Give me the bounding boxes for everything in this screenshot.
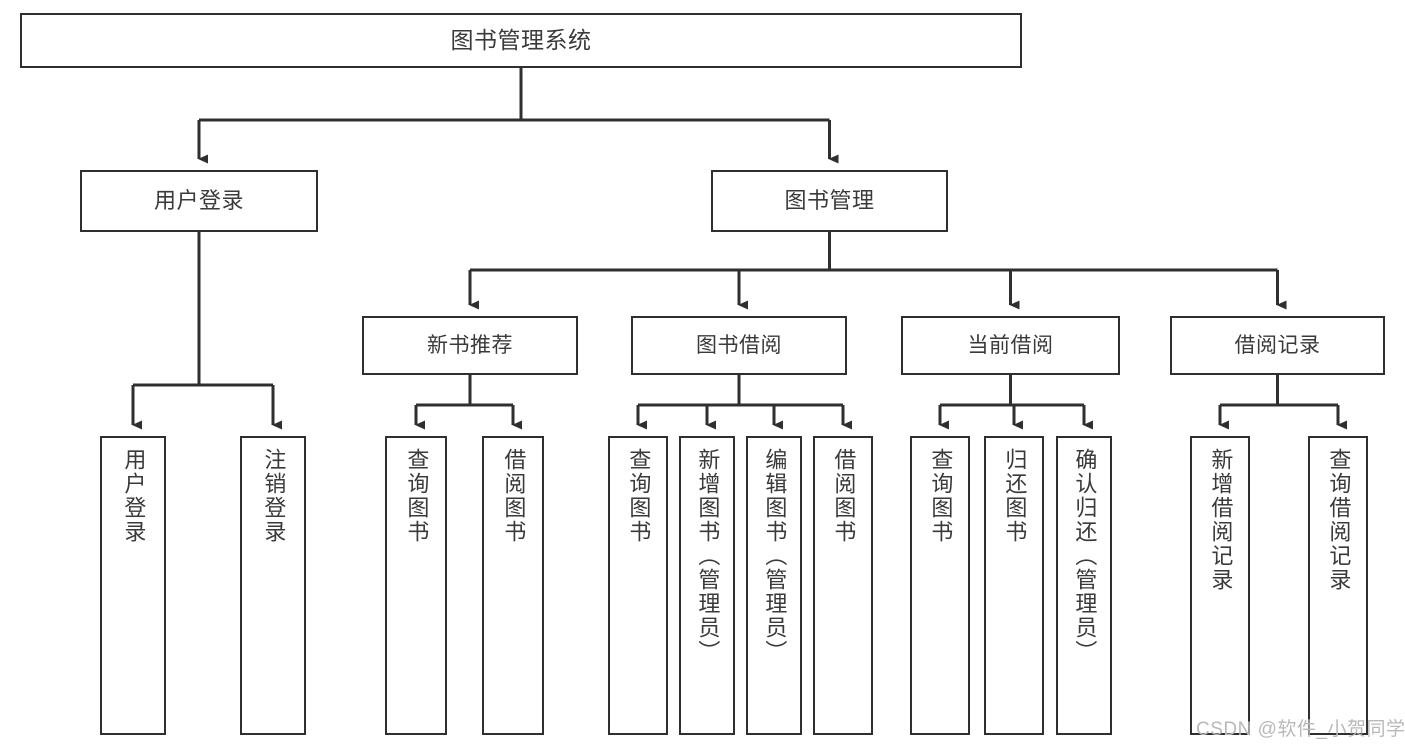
node-new-book-recommend-label: 新书推荐 — [427, 333, 513, 357]
node-leaf-borrow-book-rec-label: 借阅图书 — [501, 448, 527, 544]
node-leaf-borrow-book[interactable]: 借阅图书 — [813, 436, 873, 735]
node-book-borrow[interactable]: 图书借阅 — [631, 316, 847, 375]
node-leaf-user-login-label: 用户登录 — [121, 448, 147, 544]
node-leaf-query-book-borrow[interactable]: 查询图书 — [608, 436, 668, 735]
node-leaf-add-record[interactable]: 新增借阅记录 — [1190, 436, 1250, 735]
node-leaf-query-record-label: 查询借阅记录 — [1326, 448, 1352, 592]
node-book-management[interactable]: 图书管理 — [711, 170, 948, 232]
node-leaf-add-record-label: 新增借阅记录 — [1208, 448, 1234, 592]
node-leaf-user-logout[interactable]: 注销登录 — [240, 436, 306, 735]
node-leaf-confirm-return[interactable]: 确认归还（管理员） — [1056, 436, 1112, 735]
node-user-login[interactable]: 用户登录 — [80, 170, 318, 232]
node-book-borrow-label: 图书借阅 — [696, 333, 782, 357]
node-borrow-record[interactable]: 借阅记录 — [1170, 316, 1385, 375]
node-leaf-user-logout-label: 注销登录 — [261, 448, 287, 544]
node-leaf-return-book[interactable]: 归还图书 — [984, 436, 1044, 735]
node-leaf-borrow-book-label: 借阅图书 — [831, 448, 857, 544]
node-leaf-borrow-book-rec[interactable]: 借阅图书 — [482, 436, 544, 735]
node-leaf-user-login[interactable]: 用户登录 — [100, 436, 166, 735]
node-leaf-query-book-rec-label: 查询图书 — [404, 448, 430, 544]
node-new-book-recommend[interactable]: 新书推荐 — [362, 316, 578, 375]
node-root-label: 图书管理系统 — [450, 27, 592, 54]
node-leaf-edit-book-label: 编辑图书（管理员） — [762, 448, 788, 664]
node-user-login-label: 用户登录 — [153, 187, 244, 213]
csdn-watermark: CSDN @软件_小贺同学 — [1196, 719, 1405, 740]
node-leaf-query-book-rec[interactable]: 查询图书 — [385, 436, 447, 735]
node-leaf-add-book-label: 新增图书（管理员） — [695, 448, 721, 664]
node-borrow-record-label: 借阅记录 — [1234, 333, 1321, 357]
node-leaf-return-book-label: 归还图书 — [1002, 448, 1028, 544]
node-leaf-query-record[interactable]: 查询借阅记录 — [1308, 436, 1368, 735]
node-root[interactable]: 图书管理系统 — [20, 13, 1022, 68]
node-current-borrow-label: 当前借阅 — [967, 333, 1054, 357]
node-leaf-confirm-return-label: 确认归还（管理员） — [1072, 448, 1098, 664]
node-current-borrow[interactable]: 当前借阅 — [901, 316, 1120, 375]
node-leaf-query-book-cur-label: 查询图书 — [928, 448, 954, 544]
node-leaf-edit-book[interactable]: 编辑图书（管理员） — [746, 436, 802, 735]
node-leaf-add-book[interactable]: 新增图书（管理员） — [679, 436, 735, 735]
node-leaf-query-book-cur[interactable]: 查询图书 — [910, 436, 970, 735]
node-leaf-query-book-borrow-label: 查询图书 — [626, 448, 652, 544]
node-book-management-label: 图书管理 — [784, 187, 875, 213]
